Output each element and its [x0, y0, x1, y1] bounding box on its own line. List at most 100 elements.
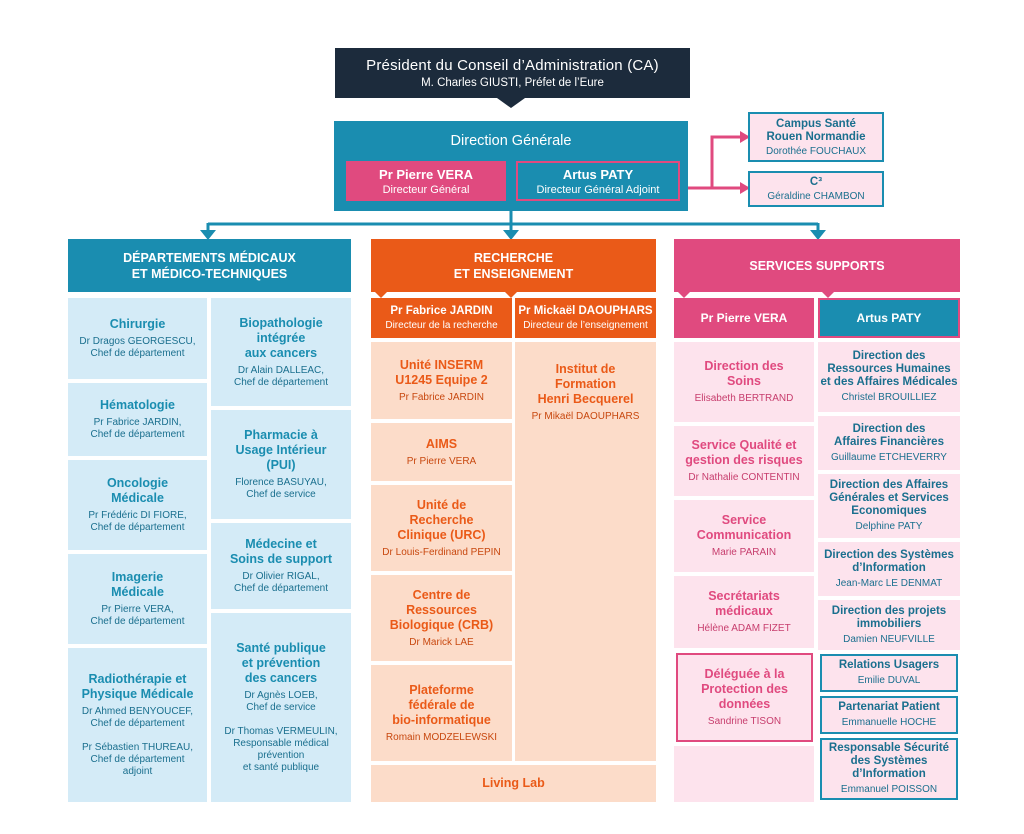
president-title: Président du Conseil d’Administration (C…	[366, 57, 659, 74]
department-people: Florence BASUYAU, Chef de service	[235, 477, 327, 500]
department-box: Biopathologie intégrée aux cancers Dr Al…	[211, 298, 351, 406]
department-box: Imagerie Médicale Pr Pierre VERA, Chef d…	[68, 554, 207, 644]
direction-box: Partenariat Patient Emmanuelle HOCHE	[820, 696, 958, 734]
direction-box: Direction des Ressources Humaines et des…	[818, 342, 960, 412]
service-name: Secrétariats médicaux	[708, 589, 780, 618]
services-supports-header: SERVICES SUPPORTS	[674, 239, 960, 292]
direction-people: Emmanuelle HOCHE	[841, 717, 937, 728]
research-unit-name: Unité INSERM U1245 Equipe 2	[395, 357, 488, 387]
department-box: Hématologie Pr Fabrice JARDIN, Chef de d…	[68, 383, 207, 456]
department-name: Oncologie Médicale	[106, 476, 169, 505]
direction-people: Christel BROUILLIEZ	[841, 392, 937, 403]
department-people: Pr Pierre VERA, Chef de département	[90, 604, 185, 627]
service-name: Service Communication	[696, 513, 792, 542]
direction-people: Emilie DUVAL	[857, 675, 921, 686]
direction-name: Responsable Sécurité des Systèmes d’Info…	[828, 742, 950, 780]
service-box: Direction des Soins Elisabeth BERTRAND	[674, 342, 814, 422]
department-name: Biopathologie intégrée aux cancers	[239, 315, 323, 360]
service-name: Service Qualité et gestion des risques	[685, 438, 803, 467]
directeur-general-card: Pr Pierre VERA Directeur Général	[346, 161, 506, 201]
direction-people: Emmanuel POISSON	[840, 784, 938, 795]
president-subtitle: M. Charles GIUSTI, Préfet de l’Eure	[421, 77, 604, 89]
directeur-general-adjoint-role: Directeur Général Adjoint	[536, 183, 660, 196]
direction-box: Direction des projets immobiliers Damien…	[818, 600, 960, 650]
research-unit-people: Pr Fabrice JARDIN	[398, 391, 484, 403]
direction-name: Direction des Systèmes d’Information	[824, 548, 954, 574]
direction-name: Direction des projets immobiliers	[831, 604, 947, 630]
department-box: Chirurgie Dr Dragos GEORGESCU, Chef de d…	[68, 298, 207, 379]
service-name: Déléguée à la Protection des données	[701, 667, 788, 711]
research-unit-name: Unité de Recherche Clinique (URC)	[397, 497, 486, 542]
recherche-header: RECHERCHE ET ENSEIGNEMENT	[371, 239, 656, 292]
institut-formation-people: Pr Mikaël DAOUPHARS	[531, 411, 640, 422]
c3-box: C³ Géraldine CHAMBON	[748, 171, 884, 207]
medical-departments-header: DÉPARTEMENTS MÉDICAUX ET MÉDICO-TECHNIQU…	[68, 239, 351, 292]
service-people: Dr Nathalie CONTENTIN	[688, 472, 800, 483]
president-box: Président du Conseil d’Administration (C…	[335, 48, 690, 98]
department-box: Pharmacie à Usage Intérieur (PUI) Floren…	[211, 410, 351, 519]
directeur-recherche-name: Pr Fabrice JARDIN	[390, 305, 493, 317]
directeur-general-adjoint-card: Artus PATY Directeur Général Adjoint	[516, 161, 680, 201]
department-people: Dr Ahmed BENYOUCEF, Chef de département …	[81, 706, 194, 777]
campus-sante-name: Campus Santé Rouen Normandie	[766, 117, 866, 143]
direction-name: Partenariat Patient	[838, 701, 940, 713]
direction-name: Direction des Affaires Générales et Serv…	[829, 479, 949, 517]
department-people: Dr Alain DALLEAC, Chef de département	[234, 364, 328, 388]
directeur-enseignement-role: Directeur de l’enseignement	[523, 320, 648, 331]
department-people: Pr Frédéric DI FIORE, Chef de départemen…	[88, 510, 187, 533]
direction-box: Direction des Affaires Financières Guill…	[818, 416, 960, 470]
research-unit-name: Centre de Ressources Biologique (CRB)	[389, 587, 494, 632]
institut-formation-box: Institut de Formation Henri Becquerel Pr…	[515, 342, 656, 761]
research-unit-people: Dr Marick LAE	[409, 636, 474, 648]
direction-box: Direction des Affaires Générales et Serv…	[818, 474, 960, 538]
research-unit-people: Dr Louis-Ferdinand PEPIN	[382, 546, 501, 558]
direction-people: Guillaume ETCHEVERRY	[831, 451, 947, 463]
living-lab-box: Living Lab	[371, 765, 656, 802]
direction-people: Jean-Marc LE DENMAT	[835, 577, 943, 589]
service-people: Elisabeth BERTRAND	[694, 393, 794, 404]
research-unit-box: AIMS Pr Pierre VERA	[371, 423, 512, 481]
service-people: Hélène ADAM FIZET	[697, 623, 791, 634]
service-name: Direction des Soins	[704, 359, 784, 388]
direction-box: Relations Usagers Emilie DUVAL	[820, 654, 958, 692]
services-left-filler	[674, 746, 814, 802]
direction-generale-title: Direction Générale	[450, 133, 572, 149]
direction-box: Direction des Systèmes d’Information Jea…	[818, 542, 960, 596]
direction-people: Damien NEUFVILLE	[843, 633, 935, 645]
services-head-paty-name: Artus PATY	[856, 311, 922, 325]
services-head-paty: Artus PATY	[818, 298, 960, 338]
department-name: Chirurgie	[109, 317, 166, 331]
directeur-general-role: Directeur Général	[382, 183, 470, 196]
research-unit-box: Unité INSERM U1245 Equipe 2 Pr Fabrice J…	[371, 342, 512, 419]
department-name: Médecine et Soins de support	[229, 537, 333, 566]
service-box: Service Qualité et gestion des risques D…	[674, 426, 814, 496]
department-name: Radiothérapie et Physique Médicale	[81, 672, 194, 701]
research-unit-name: AIMS	[425, 436, 458, 451]
direction-people: Delphine PATY	[855, 521, 923, 532]
research-unit-box: Unité de Recherche Clinique (URC) Dr Lou…	[371, 485, 512, 571]
department-name: Pharmacie à Usage Intérieur (PUI)	[235, 428, 327, 472]
service-box: Déléguée à la Protection des données San…	[676, 653, 813, 742]
department-box: Médecine et Soins de support Dr Olivier …	[211, 523, 351, 609]
research-unit-box: Centre de Ressources Biologique (CRB) Dr…	[371, 575, 512, 661]
department-box: Radiothérapie et Physique Médicale Dr Ah…	[68, 648, 207, 802]
directeur-general-name: Pr Pierre VERA	[379, 166, 473, 182]
directeur-enseignement-name: Pr Mickaël DAOUPHARS	[518, 305, 653, 317]
campus-sante-person: Dorothée FOUCHAUX	[765, 145, 867, 157]
research-unit-people: Pr Pierre VERA	[406, 455, 477, 467]
direction-name: Direction des Ressources Humaines et des…	[820, 350, 958, 388]
research-unit-box: Plateforme fédérale de bio-informatique …	[371, 665, 512, 761]
campus-sante-box: Campus Santé Rouen Normandie Dorothée FO…	[748, 112, 884, 162]
institut-formation-name: Institut de Formation Henri Becquerel	[537, 362, 634, 406]
research-unit-people: Romain MODZELEWSKI	[385, 731, 498, 743]
direction-generale-box: Direction Générale Pr Pierre VERA Direct…	[334, 121, 688, 211]
living-lab-label: Living Lab	[482, 776, 545, 790]
service-people: Sandrine TISON	[707, 716, 782, 727]
services-head-vera: Pr Pierre VERA	[674, 298, 814, 338]
direction-name: Relations Usagers	[838, 659, 940, 671]
directeur-enseignement-card: Pr Mickaël DAOUPHARS Directeur de l’ense…	[515, 298, 656, 338]
department-name: Imagerie Médicale	[111, 570, 164, 599]
department-box: Santé publique et prévention des cancers…	[211, 613, 351, 802]
